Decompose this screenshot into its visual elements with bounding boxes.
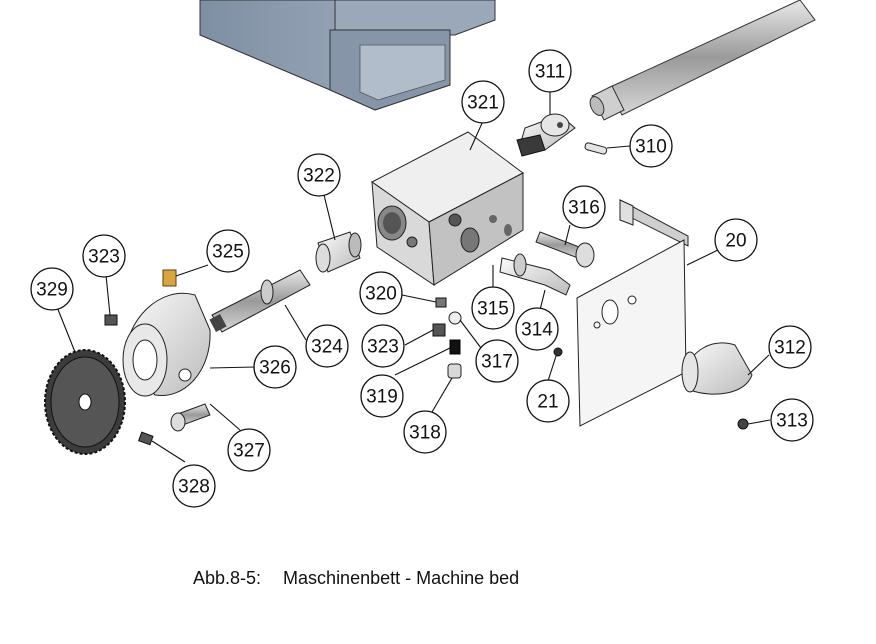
collar-part-322 [315,231,362,273]
svg-text:316: 316 [568,198,600,219]
hub-part-326 [122,292,211,397]
svg-text:318: 318 [409,423,441,444]
svg-text:321: 321 [467,93,499,114]
svg-text:21: 21 [537,392,558,413]
svg-text:329: 329 [36,280,68,301]
callout-328: 328 [172,464,216,508]
figure-number: Abb.8-5: [193,568,262,588]
callout-320: 320 [359,271,403,315]
svg-text:325: 325 [212,242,244,263]
lead-screw [589,0,816,121]
callout-319: 319 [360,374,404,418]
svg-text:322: 322 [303,166,335,187]
callout-315: 315 [471,286,515,330]
callout-321: 321 [461,80,505,124]
svg-text:315: 315 [477,299,509,320]
svg-text:323: 323 [367,337,399,358]
pin-part-310 [584,142,608,155]
shaft-part-324 [209,269,311,333]
coupling-part-311 [516,113,576,157]
svg-text:324: 324 [311,337,343,358]
machine-bed-casting [199,0,496,111]
callout-313: 313 [770,398,814,442]
callout-323-left: 323 [82,234,126,278]
callout-314: 314 [515,307,559,351]
svg-text:314: 314 [521,320,553,341]
set-screw-part-328 [138,431,154,446]
svg-text:317: 317 [481,352,513,373]
exploded-parts-diagram: 311 310 321 322 316 20 323 325 329 320 3… [30,0,816,508]
svg-text:320: 320 [365,284,397,305]
svg-text:326: 326 [259,358,291,379]
callout-323-mid: 323 [361,324,405,368]
cover-plate-part-20 [576,199,689,427]
callout-327: 327 [227,428,271,472]
screw-part-21 [553,347,563,357]
svg-text:311: 311 [535,62,565,83]
svg-text:319: 319 [366,387,398,408]
callout-324: 324 [305,324,349,368]
callout-329: 329 [30,267,74,311]
callout-21: 21 [526,379,570,423]
leader-lines [56,88,771,463]
shaft-part-314 [499,253,571,296]
callout-317: 317 [475,339,519,383]
figure-caption: Abb.8-5: Maschinenbett - Machine bed [193,568,519,589]
callout-20: 20 [714,218,758,262]
callout-316: 316 [562,185,606,229]
set-screw-part-323 [104,314,118,326]
bolt-part-327 [170,403,211,432]
gear-block-part-321 [371,131,524,286]
callout-310: 310 [629,124,673,168]
bolt-part-316 [535,231,595,268]
svg-text:312: 312 [774,338,806,359]
svg-text:327: 327 [233,441,265,462]
svg-text:310: 310 [635,137,667,158]
screw-part-313 [737,418,749,430]
callout-318: 318 [403,410,447,454]
callout-325: 325 [206,229,250,273]
detent-parts [432,297,462,379]
callout-322: 322 [297,153,341,197]
callout-312: 312 [768,325,812,369]
callout-311: 311 [528,49,572,93]
svg-text:313: 313 [776,411,808,432]
svg-text:20: 20 [725,231,746,252]
gear-part-329 [44,349,126,455]
key-part-325 [162,269,177,287]
knob-part-312 [681,342,753,395]
callout-326: 326 [253,345,297,389]
svg-text:323: 323 [88,247,120,268]
figure-title: Maschinenbett - Machine bed [283,568,520,588]
svg-text:328: 328 [178,477,210,498]
